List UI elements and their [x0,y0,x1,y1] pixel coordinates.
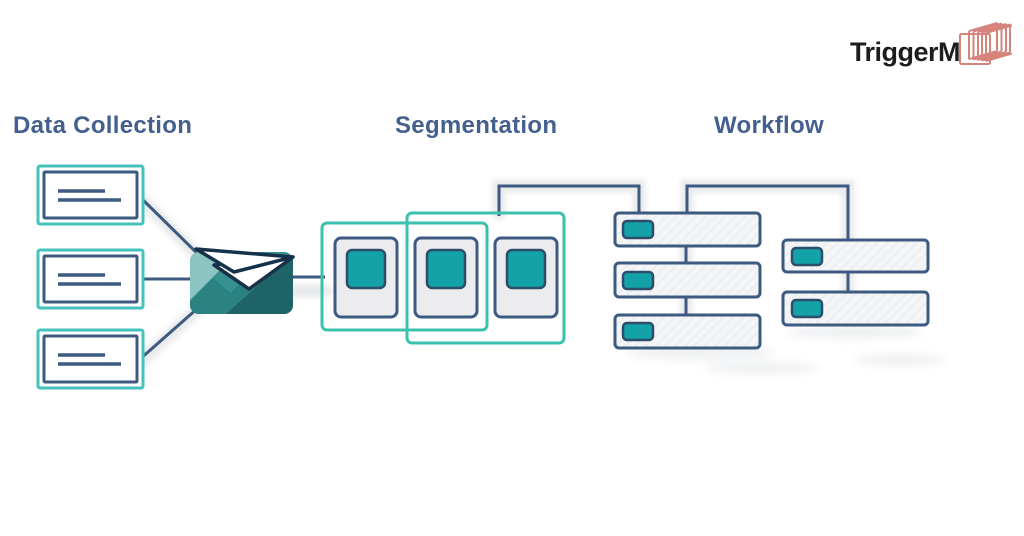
connector-segment-to-workflow [497,184,641,216]
segment-group-b [405,211,566,345]
segment-card-2 [413,236,479,319]
stacked-layers-icon [959,22,1012,65]
workflow-step-left-1 [613,211,762,248]
form-card-2 [36,248,145,310]
form-card-1 [36,164,145,226]
data-collection-group [36,164,145,390]
form-card-3 [36,328,145,390]
shadow-blobs [625,326,945,373]
heading-workflow: Workflow [714,112,824,139]
connector-workflow-bridge [685,184,850,241]
workflow-step-left-2 [613,261,762,299]
workflow-step-right-1 [781,238,930,274]
email-send-icon [190,247,295,314]
workflow-right-column [781,238,930,327]
form-text-lines [58,189,121,202]
segment-card-3 [493,236,559,319]
segmentation-group [320,211,566,345]
logo: TriggerM [850,16,1012,76]
heading-data-collection: Data Collection [13,112,193,139]
connector-form1-to-mail [137,194,209,265]
workflow-left-column [613,211,762,350]
connector-lines [137,184,850,362]
logo-text: TriggerM [849,36,961,67]
heading-segmentation: Segmentation [395,112,558,139]
segment-group-a [320,221,489,332]
paper-plane-icon [194,247,295,291]
form-text-lines [58,273,121,286]
workflow-step-right-2 [781,290,930,327]
segment-card-1 [333,236,399,319]
form-text-lines [58,353,121,366]
workflow-step-left-3 [613,313,762,350]
